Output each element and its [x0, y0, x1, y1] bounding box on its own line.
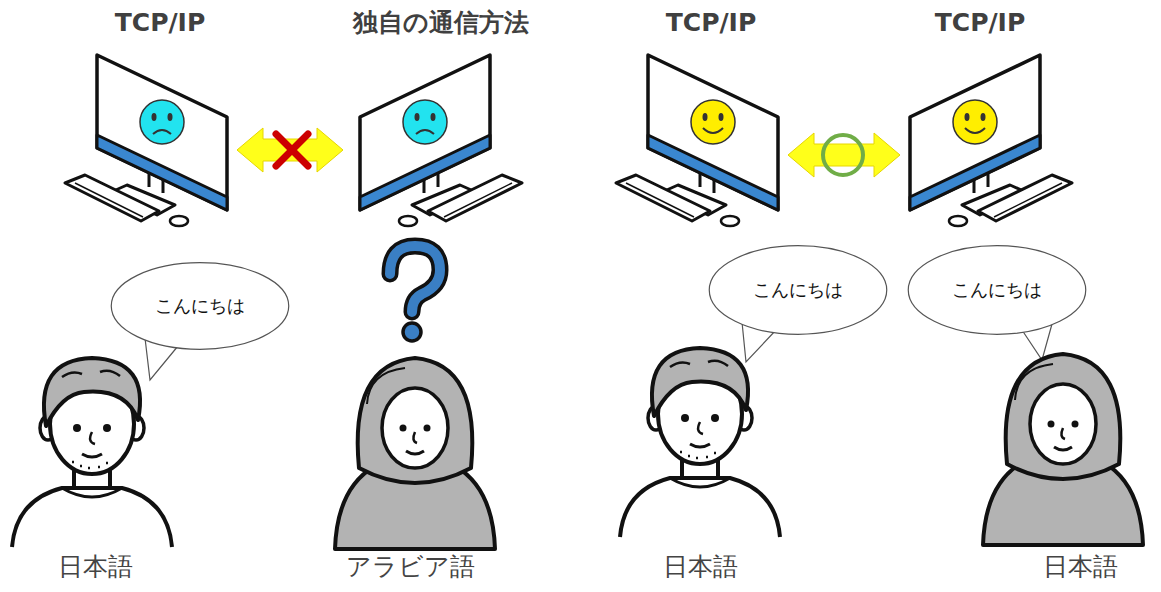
- double-arrow: [788, 133, 900, 177]
- protocol-title: TCP/IP: [634, 8, 788, 38]
- speech-bubble: こんにちは: [907, 245, 1087, 335]
- computer-node: TCP/IP: [900, 2, 1060, 232]
- ok-mark: [823, 135, 863, 175]
- computer-node: 独自の通信方法: [343, 2, 538, 232]
- protocol-title: 独自の通信方法: [343, 8, 538, 38]
- question-mark: [390, 246, 440, 341]
- double-arrow: [237, 128, 343, 172]
- person-node: 日本語: [620, 345, 780, 588]
- language-label: アラビア語: [325, 552, 495, 582]
- speech-text: こんにちは: [753, 279, 843, 301]
- language-label: 日本語: [620, 552, 780, 582]
- computer-node: TCP/IP: [634, 2, 788, 232]
- protocol-title: TCP/IP: [900, 8, 1060, 38]
- speech-text: こんにちは: [952, 279, 1042, 301]
- protocol-title: TCP/IP: [83, 8, 237, 38]
- person-node: 日本語: [15, 350, 175, 588]
- cross-mark: [276, 134, 308, 166]
- person-node: アラビア語: [325, 350, 495, 588]
- speech-bubble: こんにちは: [708, 245, 888, 335]
- language-label: 日本語: [15, 552, 175, 582]
- speech-bubble: こんにちは: [110, 262, 290, 350]
- computer-node: TCP/IP: [83, 2, 237, 232]
- language-label: 日本語: [995, 552, 1161, 582]
- person-node: 日本語: [995, 345, 1161, 588]
- speech-text: こんにちは: [155, 295, 245, 317]
